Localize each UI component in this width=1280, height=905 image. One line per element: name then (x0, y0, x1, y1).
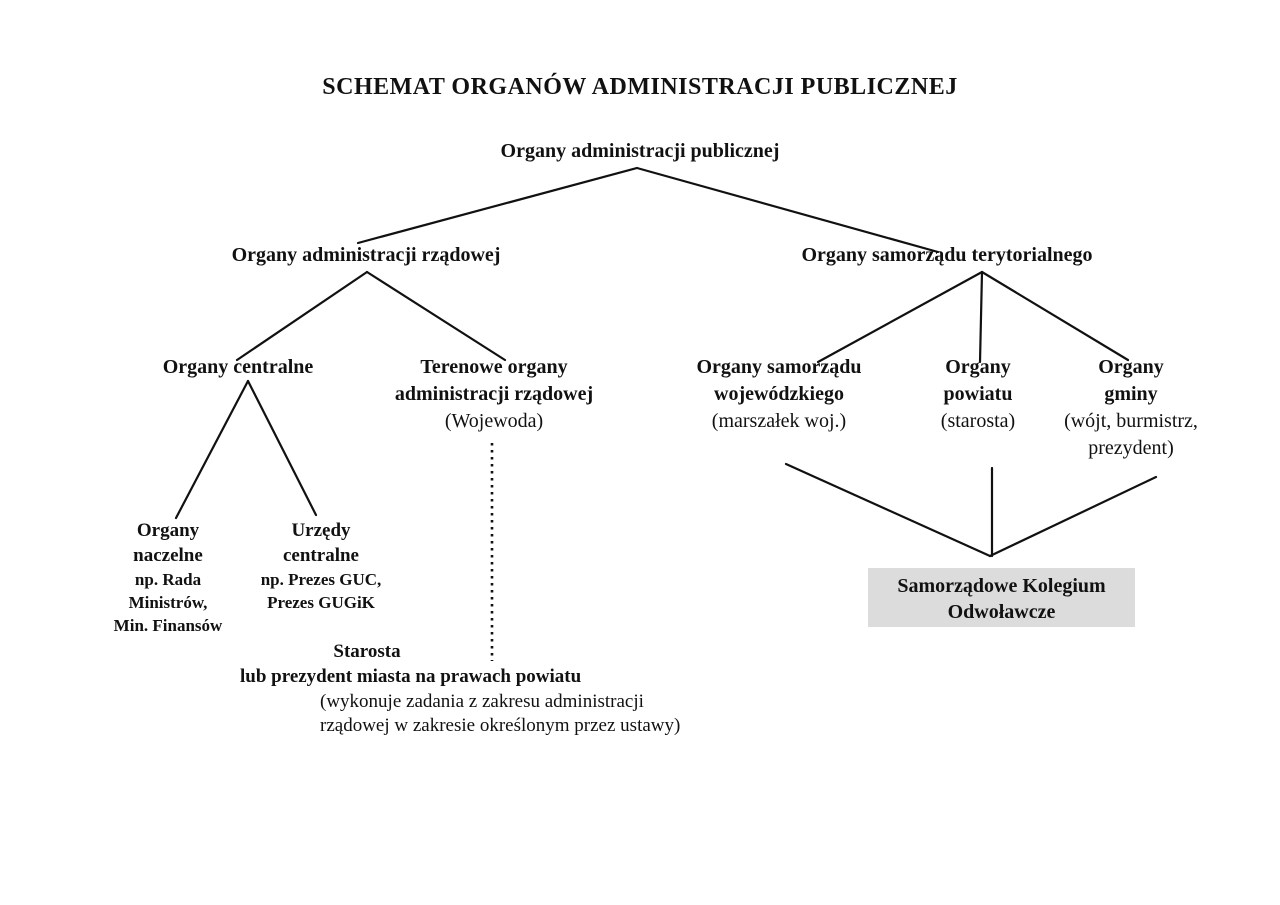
edge-root-to-gov (356, 166, 639, 245)
edge-local-to-county (978, 270, 984, 364)
edge-central-to-supreme (174, 379, 250, 520)
node-naczelne-example-line1: np. Rada (134, 570, 202, 589)
node-organy-administracji-publicznej: Organy administracji publicznej (500, 140, 780, 162)
node-gmina-note-line1: (wójt, burmistrz, (1064, 410, 1198, 432)
edge-voivodeship-to-sko (784, 462, 992, 558)
node-starosta-note-line2: rządowej w zakresie określonym przez ust… (320, 715, 681, 736)
node-organy-powiatu: Organy powiatu (starosta) (941, 354, 1015, 435)
node-organy-samorzadu-terytorialnego: Organy samorządu terytorialnego (801, 244, 1093, 266)
node-sko-line1: Samorządowe Kolegium (897, 575, 1106, 597)
node-sko-line2: Odwoławcze (947, 601, 1056, 623)
node-organy-centralne: Organy centralne (162, 356, 314, 378)
node-organy-gminy: Organy gminy (wójt, burmistrz, prezydent… (1064, 354, 1198, 462)
node-organy-samorzadu-wojewodzkiego: Organy samorządu wojewódzkiego (marszałe… (697, 354, 862, 435)
node-organy-naczelne: Organy naczelne np. Rada Ministrów, Min.… (114, 518, 223, 637)
node-naczelne-example-line3: Min. Finansów (113, 616, 223, 635)
edge-gov-to-central-organs (235, 270, 369, 362)
node-naczelne-line1: Organy (136, 520, 200, 541)
node-gmina-note-line2: prezydent) (1088, 437, 1174, 459)
node-starosta-title: Starosta (333, 641, 401, 662)
node-powiat-note-starosta: (starosta) (940, 410, 1016, 432)
node-wojewodzki-line2: wojewódzkiego (714, 383, 844, 405)
node-naczelne-line2: naczelne (133, 545, 203, 566)
node-gmina-line2: gminy (1104, 383, 1158, 405)
node-terenowe-note-wojewoda: (Wojewoda) (444, 410, 544, 432)
node-terenowe-line2: administracji rządowej (394, 383, 594, 405)
edge-root-to-local (635, 166, 940, 254)
node-gmina-line1: Organy (1098, 356, 1164, 378)
page-title: SCHEMAT ORGANÓW ADMINISTRACJI PUBLICZNEJ (322, 74, 958, 100)
edge-local-to-voivodeship (816, 270, 984, 364)
node-naczelne-example-line2: Ministrów, (128, 593, 208, 612)
edge-central-to-central-offices (246, 379, 318, 517)
node-wojewodzki-line1: Organy samorządu (696, 356, 862, 378)
node-terenowe-line1: Terenowe organy (420, 356, 568, 378)
node-powiat-line2: powiatu (943, 383, 1013, 405)
node-terenowe-organy: Terenowe organy administracji rządowej (… (395, 354, 593, 435)
edge-local-to-commune (980, 270, 1130, 362)
node-samorzadowe-kolegium-odwolawcze: Samorządowe Kolegium Odwoławcze (868, 568, 1135, 627)
node-organy-administracji-rzadowej: Organy administracji rządowej (231, 244, 501, 266)
node-wojewodzki-note-marszalek: (marszałek woj.) (711, 410, 847, 432)
node-urzedy-example-line2: Prezes GUGiK (267, 593, 375, 612)
node-starosta-note: (wykonuje zadania z zakresu administracj… (320, 690, 680, 738)
edge-gov-to-territorial (365, 270, 507, 362)
node-urzedy-centralne: Urzędy centralne np. Prezes GUC, Prezes … (261, 518, 382, 614)
node-urzedy-example-line1: np. Prezes GUC, (260, 570, 382, 589)
node-starosta-subtitle: lub prezydent miasta na prawach powiatu (240, 666, 582, 687)
node-urzedy-line2: centralne (283, 545, 359, 566)
node-urzedy-line1: Urzędy (291, 520, 351, 541)
node-powiat-line1: Organy (945, 356, 1011, 378)
node-starosta-note-line1: (wykonuje zadania z zakresu administracj… (320, 691, 644, 712)
edge-commune-to-sko (988, 475, 1158, 558)
